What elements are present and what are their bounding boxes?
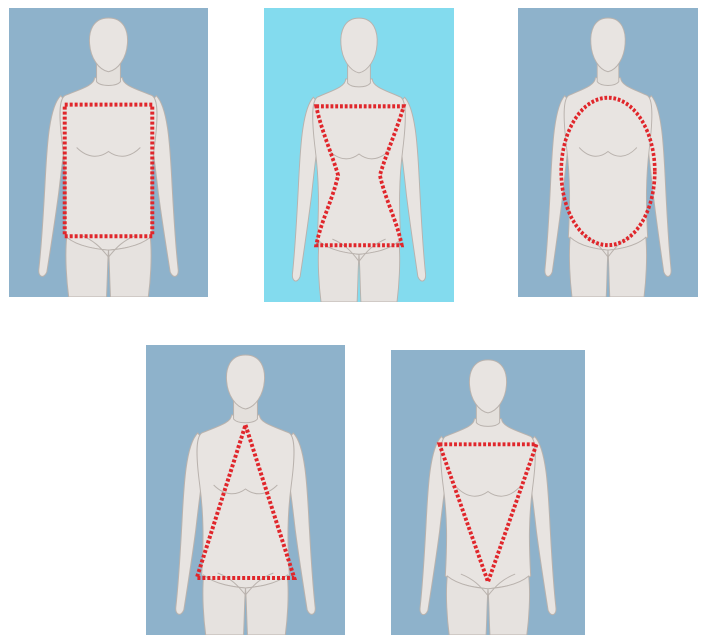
inverted-triangle-figure	[391, 350, 585, 635]
body-shape-rectangle-card	[9, 8, 208, 297]
oval-figure	[518, 8, 698, 297]
body-shape-inverted-triangle-card	[391, 350, 585, 635]
body-shape-triangle-card	[146, 345, 345, 635]
body-shape-oval-card	[518, 8, 698, 297]
body-shape-hourglass-card	[264, 8, 454, 302]
triangle-figure	[146, 345, 345, 635]
hourglass-figure	[264, 8, 454, 302]
rectangle-figure	[9, 8, 208, 297]
